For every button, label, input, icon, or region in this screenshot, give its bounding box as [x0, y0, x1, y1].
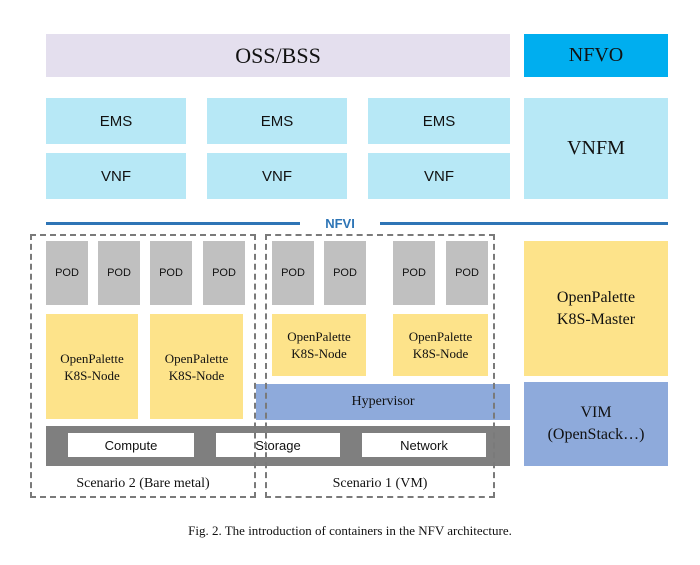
- pod-box: POD: [98, 241, 140, 305]
- pod-box: POD: [446, 241, 488, 305]
- compute-box: Compute: [68, 433, 194, 457]
- vim-box: VIM (OpenStack…): [524, 382, 668, 466]
- hypervisor-box: Hypervisor: [256, 384, 510, 420]
- ems-box-3: EMS: [368, 98, 510, 144]
- scenario2-label: Scenario 2 (Bare metal): [76, 476, 210, 491]
- nfvi-line-left: [46, 222, 300, 225]
- scenario1-label: Scenario 1 (VM): [332, 476, 428, 491]
- pod-box: POD: [46, 241, 88, 305]
- pod-box: POD: [150, 241, 192, 305]
- k8s-master-line1: OpenPalette: [556, 288, 636, 306]
- k8s-node-box: OpenPalette K8S-Node: [150, 314, 243, 419]
- pod-box: POD: [272, 241, 314, 305]
- ems-box-1: EMS: [46, 98, 186, 144]
- k8s-node-box: OpenPalette K8S-Node: [272, 314, 366, 376]
- k8s-node-line1: OpenPalette: [287, 329, 351, 344]
- nfvi-label: NFVI: [325, 215, 355, 231]
- nfvo-box: NFVO: [524, 34, 668, 77]
- vim-line2: (OpenStack…): [547, 426, 645, 443]
- vnf-box-2: VNF: [207, 153, 347, 199]
- k8s-node-box: OpenPalette K8S-Node: [393, 314, 488, 376]
- k8s-master-line2: K8S-Master: [556, 310, 636, 328]
- k8s-node-line2: K8S-Node: [168, 367, 225, 383]
- vnfm-box: VNFM: [524, 98, 668, 199]
- k8s-master-box: OpenPalette K8S-Master: [524, 241, 668, 376]
- k8s-node-line2: K8S-Node: [291, 346, 347, 361]
- vim-line1: VIM: [580, 404, 612, 421]
- nfvi-line-right: [380, 222, 668, 225]
- vnf-box-1: VNF: [46, 153, 186, 199]
- pod-box: POD: [393, 241, 435, 305]
- ems-box-2: EMS: [207, 98, 347, 144]
- scenario2-outline: [30, 234, 256, 498]
- k8s-node-line2: K8S-Node: [412, 346, 469, 361]
- oss-bss-box: OSS/BSS: [46, 34, 510, 77]
- k8s-node-line1: OpenPalette: [60, 350, 124, 366]
- scenario1-outline: [265, 234, 495, 498]
- k8s-node-box: OpenPalette K8S-Node: [46, 314, 138, 419]
- k8s-node-line1: OpenPalette: [164, 350, 229, 366]
- figure-caption: Fig. 2. The introduction of containers i…: [188, 523, 512, 538]
- pod-box: POD: [203, 241, 245, 305]
- pod-box: POD: [324, 241, 366, 305]
- vnf-box-3: VNF: [368, 153, 510, 199]
- k8s-node-line1: OpenPalette: [408, 329, 473, 344]
- network-box: Network: [362, 433, 486, 457]
- k8s-node-line2: K8S-Node: [64, 367, 120, 383]
